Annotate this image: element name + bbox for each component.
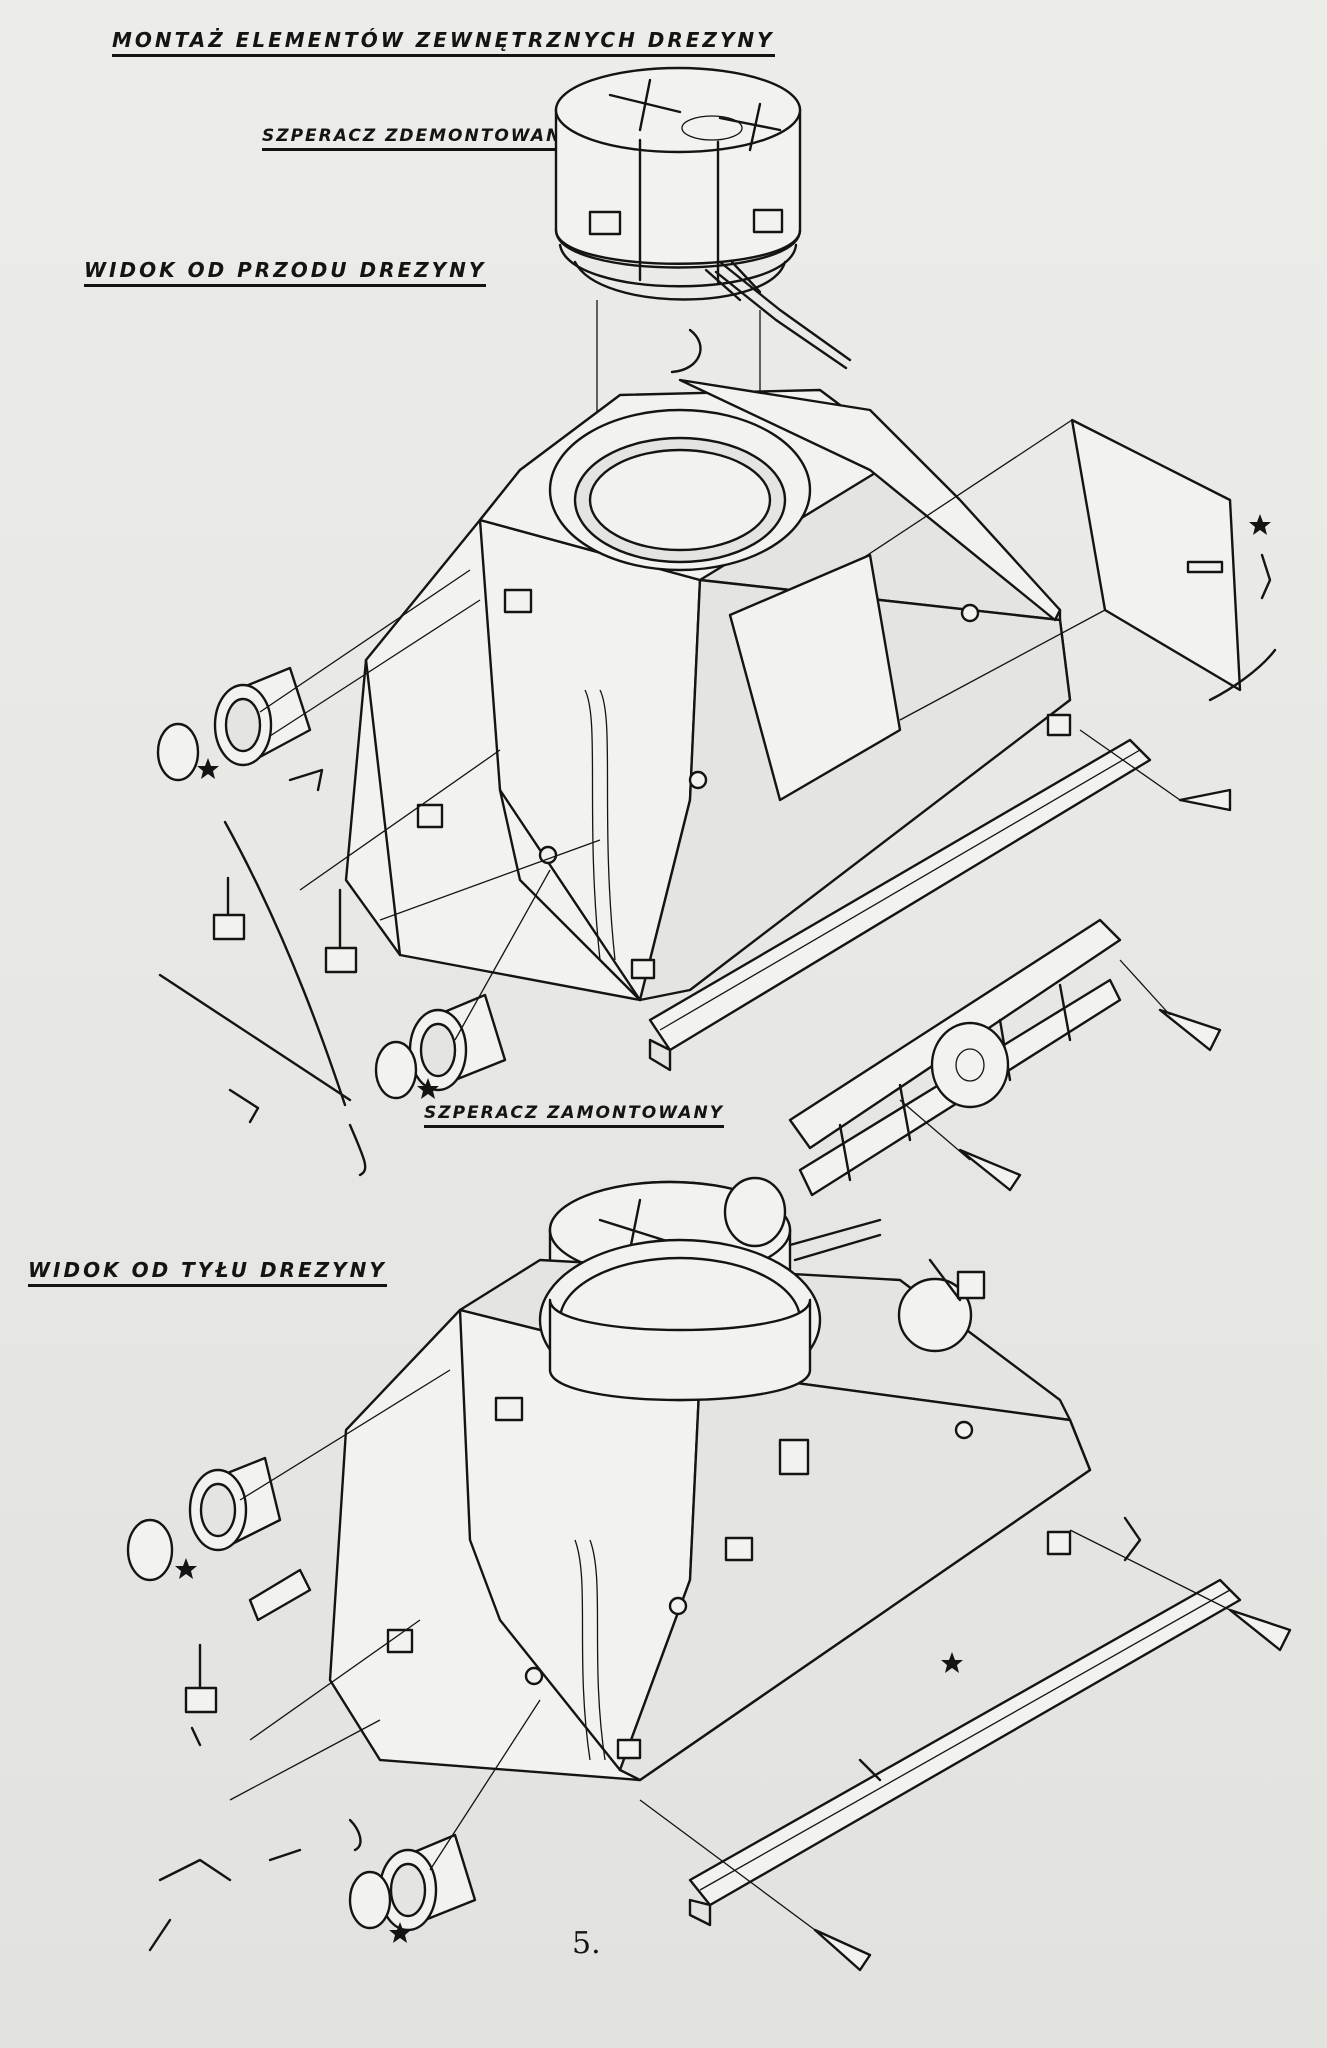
lens-icon	[374, 1040, 418, 1100]
headlight-icon	[188, 1456, 282, 1552]
rail-icon	[788, 918, 1122, 1197]
star-icon	[1249, 514, 1271, 535]
headlight-icon	[408, 993, 507, 1092]
star-icon	[417, 1078, 439, 1099]
label-rear-view: WIDOK OD TYŁU DREZYNY	[28, 1258, 387, 1287]
star-icon	[389, 1922, 411, 1943]
label-wiper-mounted: SZPERACZ ZAMONTOWANY	[424, 1103, 725, 1128]
rear-body	[328, 1238, 1092, 1782]
front-body	[344, 378, 1072, 1002]
lens-icon	[156, 722, 200, 782]
lens-icon	[126, 1518, 174, 1582]
rail-icon	[248, 1568, 1242, 1927]
label-front-view: WIDOK OD PRZODU DREZYNY	[84, 258, 487, 287]
headlight-icon	[378, 1833, 477, 1932]
lens-icon	[348, 1870, 392, 1930]
star-icon	[197, 758, 219, 779]
page-title: MONTAŻ ELEMENTÓW ZEWNĘTRZNYCH DREZYNY	[112, 28, 775, 57]
turret-icon	[554, 66, 852, 370]
page-number: 5.	[572, 1926, 601, 1961]
star-icon	[175, 1558, 197, 1579]
rail-icon	[648, 738, 1152, 1072]
label-wiper-removed: SZPERACZ ZDEMONTOWANY	[262, 126, 577, 151]
hatch-panel	[859, 418, 1277, 721]
headlight-icon	[213, 666, 312, 767]
star-icon	[941, 1652, 963, 1673]
